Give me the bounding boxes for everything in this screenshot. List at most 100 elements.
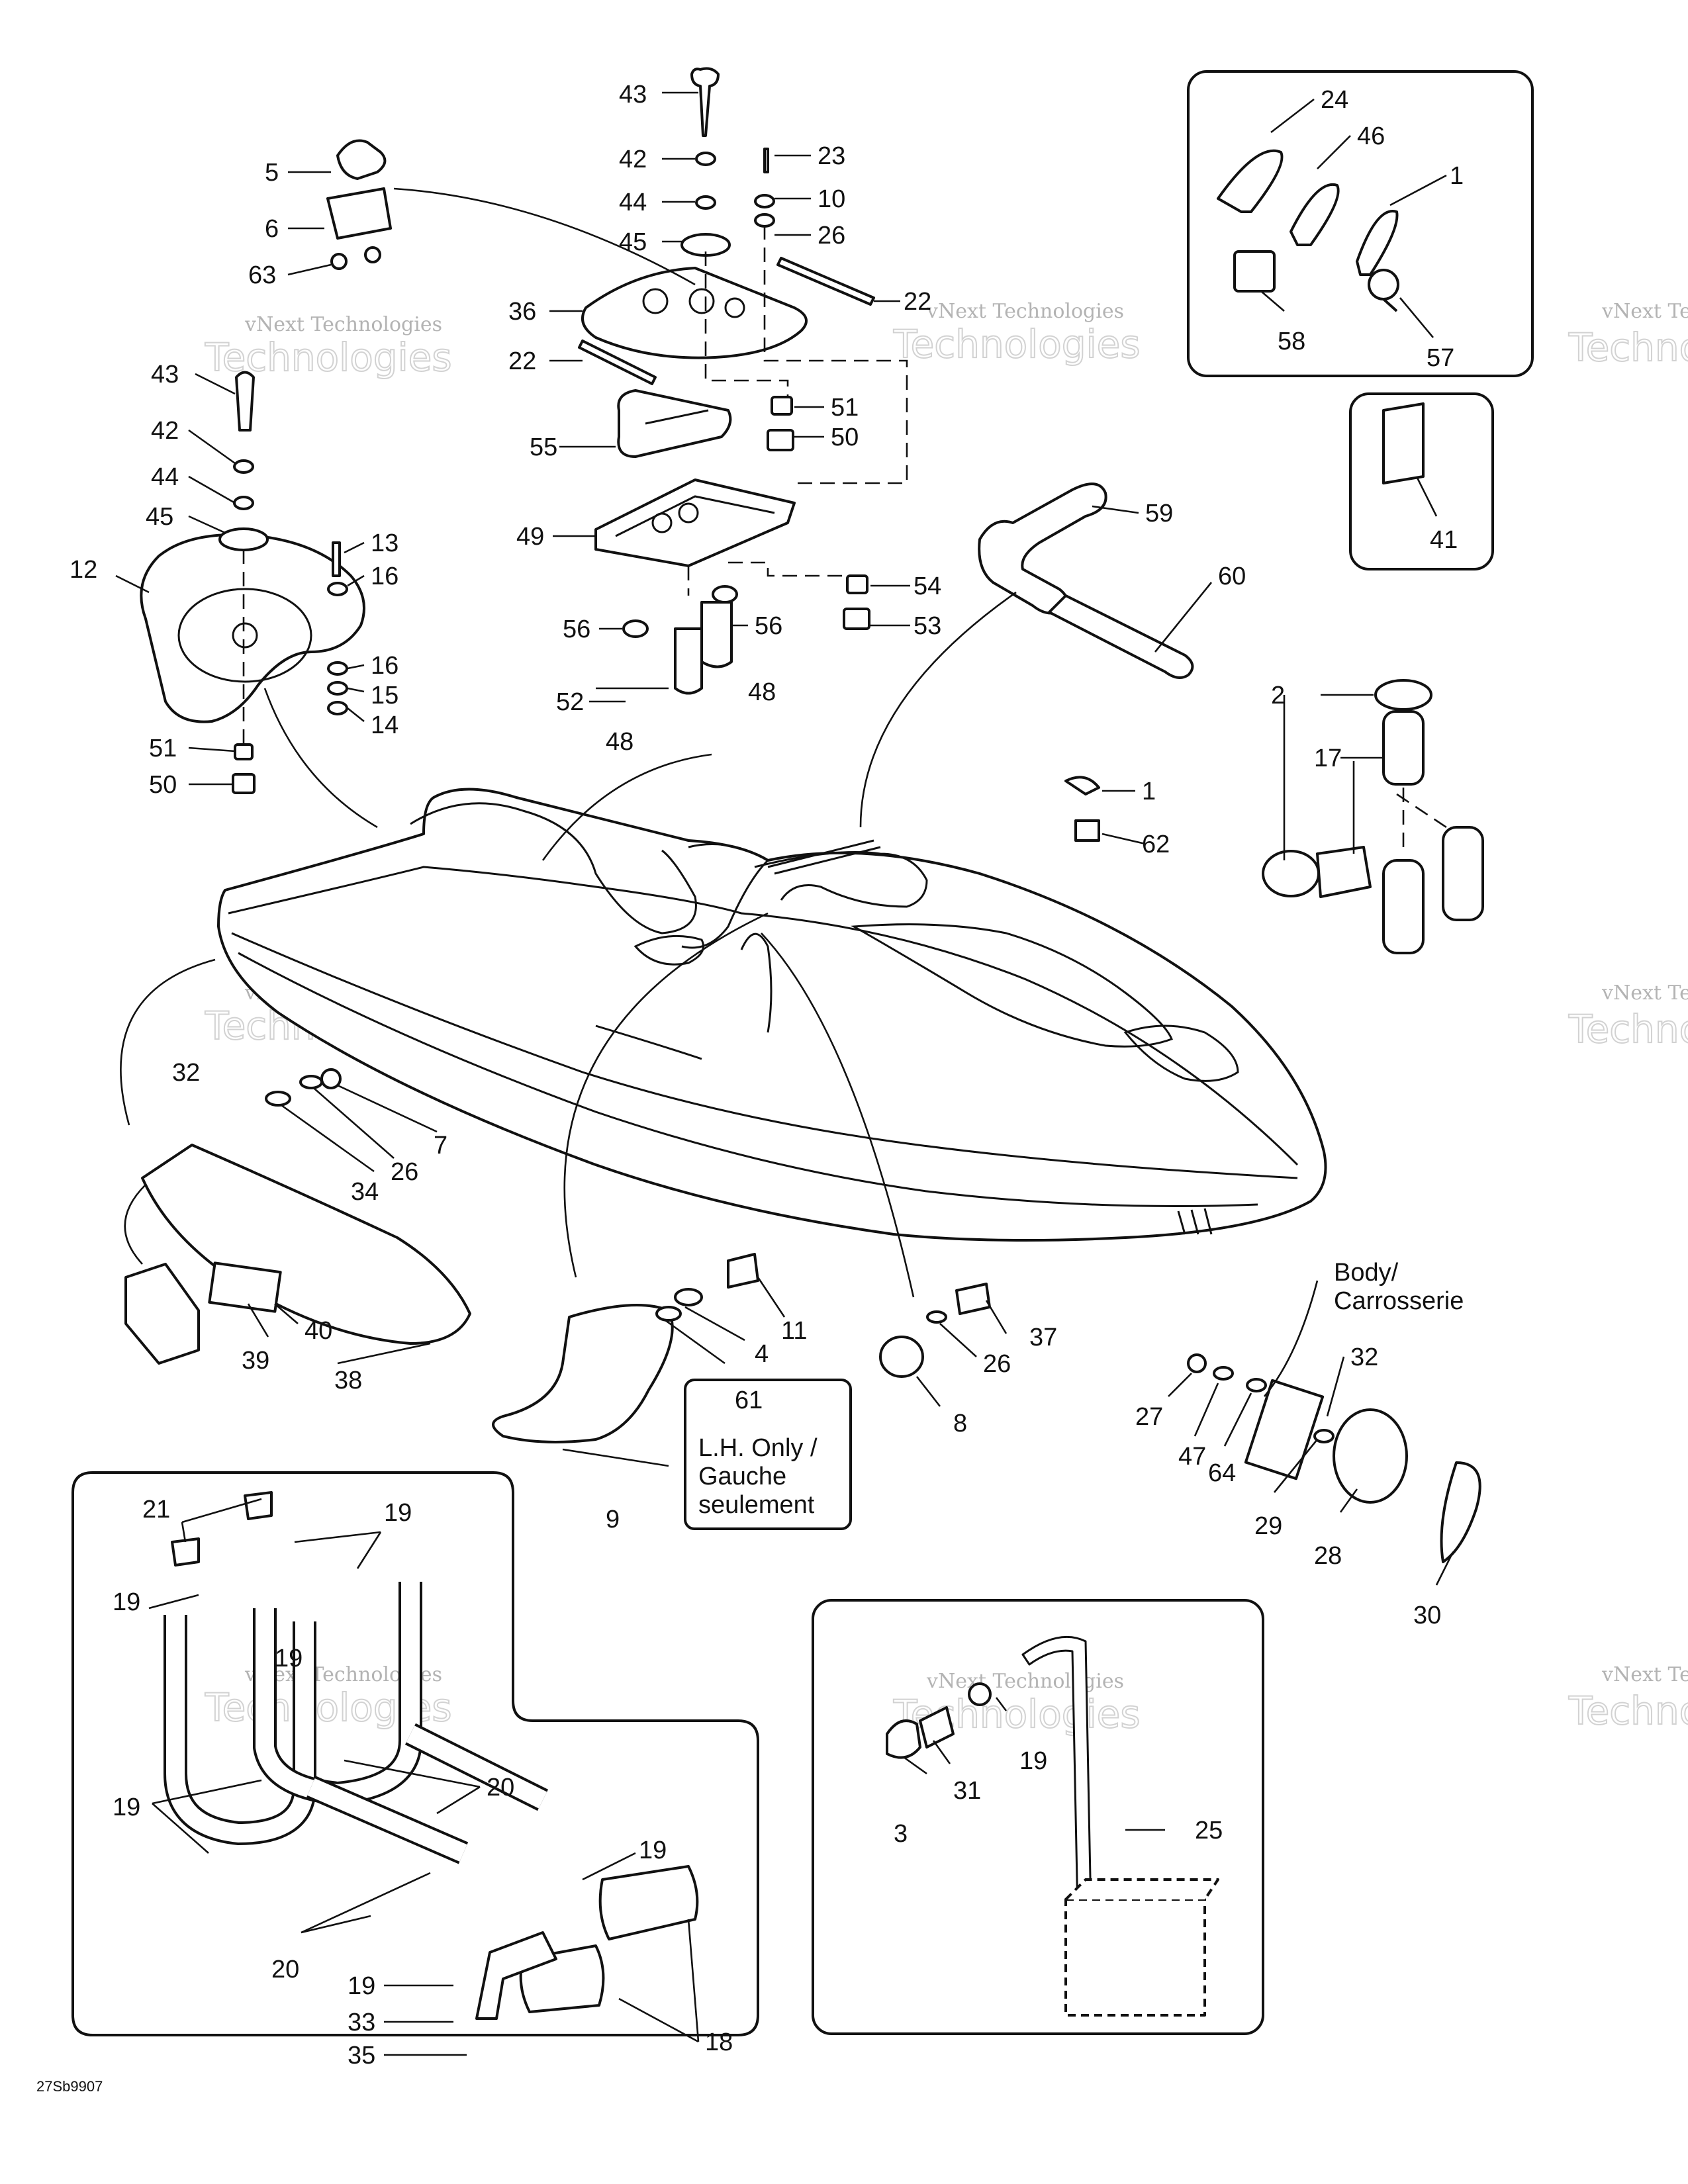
callout-26c: 26: [983, 1350, 1011, 1378]
callout-19e: 19: [639, 1837, 667, 1864]
callout-60: 60: [1218, 563, 1246, 590]
callout-10: 10: [818, 185, 845, 213]
callout-25: 25: [1195, 1817, 1223, 1844]
callout-20b: 20: [271, 1956, 299, 1983]
callout-47: 47: [1178, 1443, 1206, 1471]
watermark-text: vNext Technologies: [926, 300, 1124, 323]
callout-21: 21: [142, 1496, 170, 1524]
callout-18: 18: [705, 2028, 733, 2056]
callout-19d: 19: [113, 1794, 140, 1821]
callout-59: 59: [1145, 500, 1173, 527]
lh-only-line2: Gauche: [698, 1463, 786, 1490]
callout-45b: 45: [146, 503, 173, 531]
callout-55: 55: [530, 433, 557, 461]
watermark-text: vNext Technologies: [1601, 981, 1688, 1005]
callout-32b: 32: [1350, 1343, 1378, 1371]
callout-51a: 51: [831, 394, 859, 422]
callout-32a: 32: [172, 1059, 200, 1087]
callout-56b: 56: [755, 612, 782, 640]
lh-only-line1: L.H. Only /: [698, 1434, 818, 1462]
callout-1b: 1: [1142, 778, 1156, 805]
watermark-outline: Technologies: [1568, 1007, 1688, 1052]
callout-20a: 20: [487, 1774, 514, 1801]
callout-19c: 19: [275, 1645, 303, 1672]
callout-11: 11: [781, 1317, 807, 1345]
callout-31: 31: [953, 1777, 981, 1805]
drain-plug-assembly: [1064, 679, 1484, 954]
callout-64: 64: [1208, 1459, 1236, 1487]
callout-13: 13: [371, 529, 399, 557]
callout-35: 35: [348, 2042, 375, 2070]
callout-29: 29: [1254, 1512, 1282, 1540]
lh-only-note-box: [684, 1379, 852, 1530]
callout-8: 8: [953, 1410, 967, 1437]
callout-26a: 26: [818, 222, 845, 250]
callout-34: 34: [351, 1178, 379, 1206]
callout-49: 49: [516, 523, 544, 551]
callout-54: 54: [914, 572, 941, 600]
callout-19g: 19: [1019, 1747, 1047, 1775]
callout-38: 38: [334, 1367, 362, 1394]
callout-36: 36: [508, 298, 536, 326]
bow-cover-assembly: [140, 371, 365, 794]
callout-46: 46: [1357, 122, 1385, 150]
callout-16b: 16: [371, 652, 399, 680]
leader-lines: [115, 91, 1454, 2056]
watermark-text: vNext Technologies: [1601, 1663, 1688, 1686]
callout-23: 23: [818, 142, 845, 170]
callout-57: 57: [1427, 344, 1454, 372]
callout-43a: 43: [619, 81, 647, 109]
clip-box: [1349, 392, 1494, 570]
callout-26b: 26: [391, 1158, 418, 1186]
callout-50b: 50: [149, 771, 177, 799]
watermark-outline: Technologies: [1568, 1688, 1688, 1733]
callout-12: 12: [70, 556, 97, 584]
callout-24: 24: [1321, 86, 1348, 114]
callout-27: 27: [1135, 1403, 1163, 1431]
drawing-code: 27Sb9907: [36, 2078, 103, 2095]
callout-33: 33: [348, 2009, 375, 2036]
callout-5: 5: [265, 159, 279, 187]
intake-grate-assembly: [124, 1068, 471, 1365]
callout-19a: 19: [384, 1499, 412, 1527]
battery-vent-assembly: [886, 1635, 1219, 2017]
battery-vent-box: [812, 1599, 1264, 2035]
callout-44a: 44: [619, 189, 647, 216]
callout-63: 63: [248, 261, 276, 289]
callout-7: 7: [434, 1132, 447, 1160]
assembly-lines: [687, 225, 1457, 847]
callout-labels: 43 42 44 45 23 10 26 22 36 22 51 50 55 4…: [70, 81, 1464, 2070]
callout-30: 30: [1413, 1602, 1441, 1629]
callout-53: 53: [914, 612, 941, 640]
fastener-kit-box: [1187, 70, 1534, 377]
watermark-text: vNext Technologies: [1601, 300, 1688, 323]
callout-62: 62: [1142, 831, 1170, 858]
side-cover-assembly: [492, 1253, 991, 1443]
lh-only-line3: seulement: [698, 1491, 815, 1519]
callout-19f: 19: [348, 1972, 375, 2000]
exhaust-hose-box: [71, 1471, 759, 2036]
hose-assembly: [164, 1491, 699, 2020]
callout-48a: 48: [748, 678, 776, 706]
callout-17: 17: [1314, 745, 1342, 772]
body-note-line1: Body/: [1334, 1259, 1399, 1287]
callout-43b: 43: [151, 361, 179, 388]
callout-28: 28: [1314, 1542, 1342, 1570]
callout-15: 15: [371, 682, 399, 709]
callout-56a: 56: [563, 615, 590, 643]
callout-39: 39: [242, 1347, 269, 1375]
callout-50a: 50: [831, 424, 859, 451]
body-note-line2: Carrosserie: [1334, 1287, 1464, 1315]
watermark-text: vNext Technologies: [926, 1670, 1124, 1693]
callout-42b: 42: [151, 417, 179, 445]
callout-48b: 48: [606, 728, 633, 756]
upper-plate-assembly: [578, 67, 875, 695]
callout-14: 14: [371, 711, 399, 739]
hull-body: [217, 788, 1327, 1242]
callout-40: 40: [305, 1317, 332, 1345]
callout-42a: 42: [619, 146, 647, 173]
callout-6: 6: [265, 215, 279, 243]
callout-1a: 1: [1450, 162, 1464, 190]
callout-52: 52: [556, 688, 584, 716]
